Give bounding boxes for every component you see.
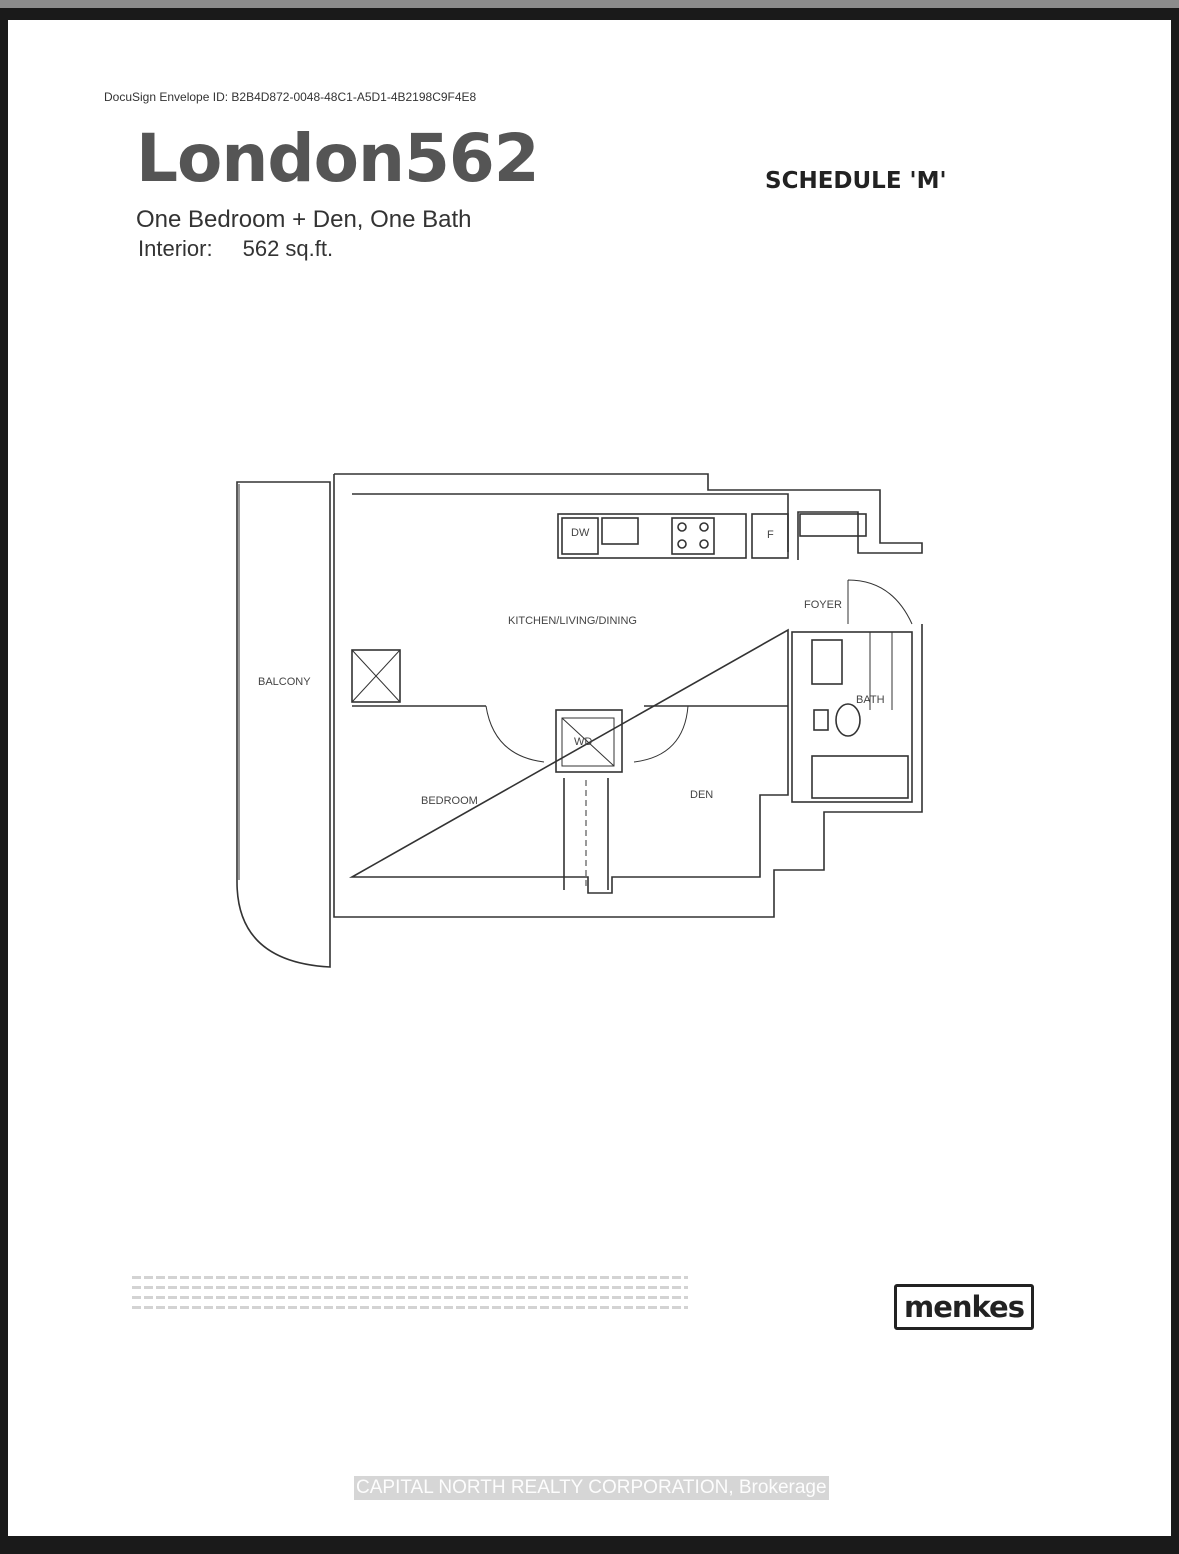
- outer-wall: [334, 473, 923, 560]
- unit-title: London562: [136, 120, 540, 197]
- washer-dryer: [555, 709, 623, 773]
- floor-plan: BALCONY KITCHEN/LIVING/DINING FOYER BATH…: [236, 473, 923, 968]
- interior-area: Interior: 562 sq.ft.: [138, 236, 333, 262]
- bedroom-door: [485, 705, 545, 763]
- balcony-outline: [236, 481, 331, 968]
- dishwasher: [561, 517, 599, 555]
- appliance-label-dw: DW: [571, 527, 590, 539]
- interior-label: Interior:: [138, 236, 213, 261]
- bedroom-closet: [563, 778, 609, 890]
- unit-subtitle: One Bedroom + Den, One Bath: [136, 206, 472, 233]
- outer-wall-right: [333, 474, 923, 918]
- room-label-wd: WD: [574, 736, 592, 748]
- cooktop: [671, 517, 715, 555]
- vanity: [811, 639, 843, 685]
- room-label-foyer: FOYER: [804, 599, 842, 611]
- interior-value: 562 sq.ft.: [242, 236, 334, 261]
- fridge: [751, 513, 789, 559]
- room-label-den: DEN: [690, 789, 713, 801]
- appliance-label-f: F: [767, 529, 774, 541]
- menkes-logo: menkes: [894, 1284, 1034, 1330]
- storage-closet: [351, 649, 401, 703]
- docusign-envelope-id: DocuSign Envelope ID: B2B4D872-0048-48C1…: [104, 90, 477, 104]
- document-page: DocuSign Envelope ID: B2B4D872-0048-48C1…: [8, 20, 1171, 1536]
- bathtub: [811, 755, 909, 799]
- toilet: [835, 703, 861, 737]
- kitchen-counter: [557, 513, 747, 559]
- schedule-label: SCHEDULE 'M': [765, 168, 947, 194]
- sink: [601, 517, 639, 545]
- room-label-balcony: BALCONY: [258, 676, 311, 688]
- den-door: [633, 705, 689, 763]
- fine-print: [132, 1276, 688, 1316]
- entry-door: [847, 579, 913, 625]
- bath-room: [791, 631, 913, 803]
- room-label-bath: BATH: [856, 694, 885, 706]
- top-bar: [0, 0, 1179, 8]
- room-label-kitchen: KITCHEN/LIVING/DINING: [508, 615, 637, 627]
- foyer-closet: [799, 513, 867, 537]
- room-label-bedroom: BEDROOM: [421, 795, 478, 807]
- brokerage-watermark: CAPITAL NORTH REALTY CORPORATION, Broker…: [354, 1476, 829, 1500]
